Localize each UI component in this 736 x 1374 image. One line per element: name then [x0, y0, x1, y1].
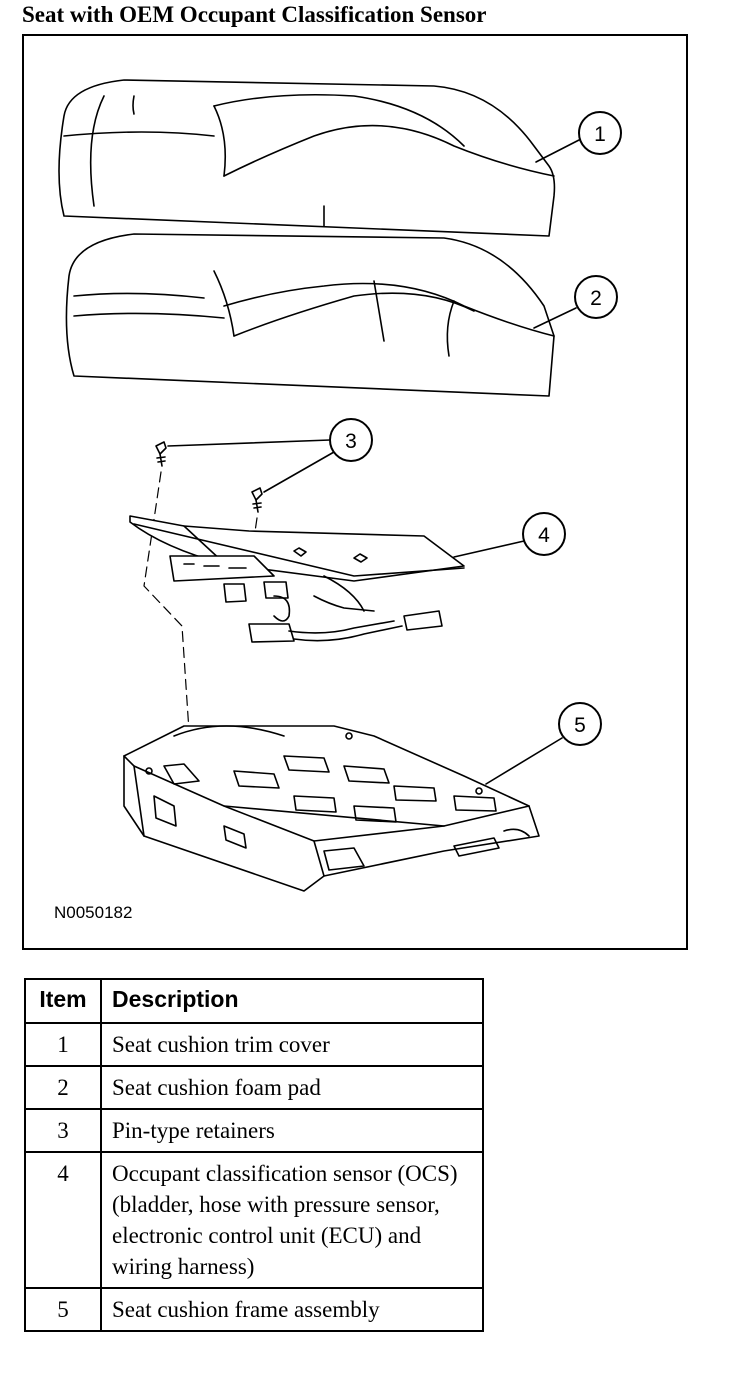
seat-cushion-frame-assembly	[123, 725, 540, 892]
header-description: Description	[100, 978, 484, 1024]
callout-2-label: 2	[590, 287, 602, 310]
callout-3: 3	[329, 418, 373, 462]
item-number: 3	[24, 1108, 102, 1153]
table-row: 1 Seat cushion trim cover	[24, 1022, 484, 1067]
item-description: Occupant classification sensor (OCS) (bl…	[100, 1151, 484, 1289]
table-row: 5 Seat cushion frame assembly	[24, 1287, 484, 1332]
occupant-classification-sensor	[129, 515, 465, 643]
callout-5: 5	[558, 702, 602, 746]
item-number: 1	[24, 1022, 102, 1067]
seat-cushion-foam-pad	[65, 233, 555, 397]
item-number: 2	[24, 1065, 102, 1110]
callout-4: 4	[522, 512, 566, 556]
leader-line-5	[485, 737, 563, 785]
callout-3-label: 3	[345, 430, 357, 453]
callout-2: 2	[574, 275, 618, 319]
callout-5-label: 5	[574, 714, 586, 737]
item-description: Pin-type retainers	[100, 1108, 484, 1153]
table-row: 3 Pin-type retainers	[24, 1108, 484, 1153]
item-number: 5	[24, 1287, 102, 1332]
header-item: Item	[24, 978, 102, 1024]
table-row: 2 Seat cushion foam pad	[24, 1065, 484, 1110]
callout-4-label: 4	[538, 524, 550, 547]
legend-header-row: Item Description	[24, 978, 484, 1024]
seat-cushion-trim-cover	[58, 79, 556, 237]
page-title: Seat with OEM Occupant Classification Se…	[22, 2, 487, 27]
leader-line-3b	[263, 451, 335, 493]
leader-line-4	[453, 540, 525, 558]
leader-line-3a	[167, 439, 331, 447]
leader-line-2	[533, 307, 577, 329]
table-row: 4 Occupant classification sensor (OCS) (…	[24, 1151, 484, 1289]
item-description: Seat cushion frame assembly	[100, 1287, 484, 1332]
callout-1: 1	[578, 111, 622, 155]
item-description: Seat cushion foam pad	[100, 1065, 484, 1110]
exploded-diagram: 1 2 3	[22, 34, 688, 950]
item-description: Seat cushion trim cover	[100, 1022, 484, 1067]
callout-1-label: 1	[594, 123, 606, 146]
figure-id: N0050182	[54, 903, 133, 922]
legend-table: Item Description 1 Seat cushion trim cov…	[24, 978, 484, 1332]
leader-line-1	[535, 139, 580, 163]
pin-type-retainers	[143, 441, 263, 777]
item-number: 4	[24, 1151, 102, 1289]
